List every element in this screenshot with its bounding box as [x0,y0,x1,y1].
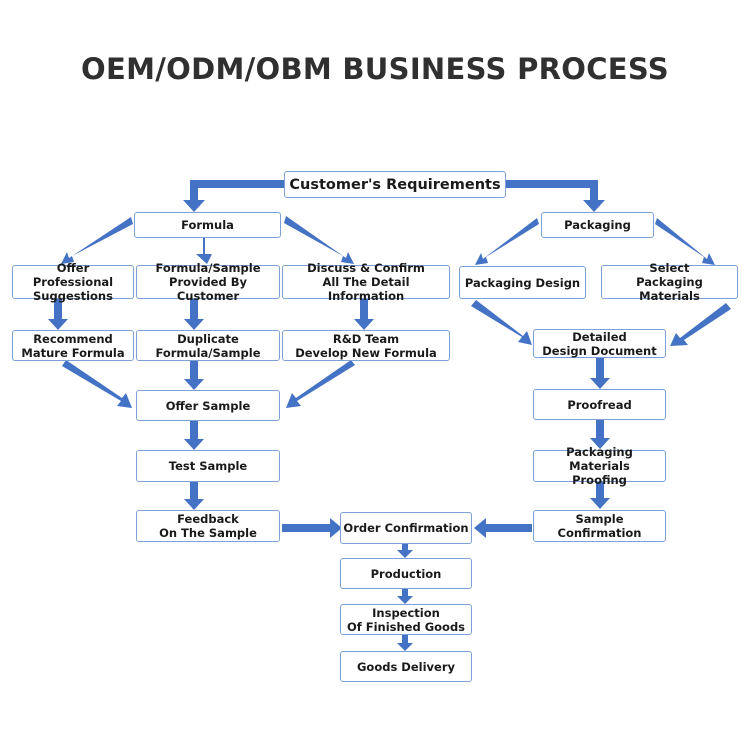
node-offer-sample: Offer Sample [136,390,280,421]
node-inspection: Inspection Of Finished Goods [340,604,472,635]
node-select-packaging-materials: Select Packaging Materials [601,261,738,303]
arrow-formula-to-offer-professional [61,217,133,264]
node-order-confirmation: Order Confirmation [340,512,472,544]
arrow-select-to-detailed [670,303,731,346]
arrow-offer-sample-to-test [184,421,204,450]
node-formula: Formula [134,212,281,238]
node-goods-delivery: Goods Delivery [340,651,472,682]
page-title: OEM/ODM/OBM BUSINESS PROCESS [81,52,669,86]
arrow-detailed-to-proofread [590,358,610,389]
arrow-duplicate-to-offer-sample [184,361,204,390]
arrow-proofread-to-proofing [590,420,610,449]
node-customer-requirements: Customer's Requirements [284,171,506,198]
arrow-rd-to-offer-sample [286,360,355,408]
node-rd-team: R&D Team Develop New Formula [282,330,450,361]
node-production: Production [340,558,472,589]
node-proofread: Proofread [533,389,666,420]
arrow-feedback-to-order [282,518,342,538]
arrow-formula-to-discuss [284,216,354,264]
arrow-sample-confirmation-to-order [474,518,532,538]
arrow-proofing-to-sample-confirmation [590,482,610,509]
arrow-recommend-to-offer-sample [62,360,132,408]
arrow-cust-to-formula [183,180,284,212]
arrow-order-to-production [397,544,413,558]
arrow-cust-to-packaging [506,180,605,212]
arrow-discuss-to-rd [354,299,374,330]
node-packaging-design: Packaging Design [459,266,586,299]
arrow-production-to-inspection [397,589,413,604]
node-duplicate-formula-sample: Duplicate Formula/Sample [136,330,280,361]
arrow-offer-professional-to-recommend [48,299,68,330]
node-offer-professional-suggestions: Offer Professional Suggestions [12,261,134,303]
node-recommend-mature-formula: Recommend Mature Formula [12,330,134,361]
arrow-design-to-detailed [471,300,532,345]
node-test-sample: Test Sample [136,450,280,482]
node-discuss-confirm: Discuss & Confirm All The Detail Informa… [282,261,450,303]
node-packaging-materials-proofing: Packaging Materials Proofing [533,445,666,487]
node-packaging: Packaging [541,212,654,238]
arrow-packaging-to-design [475,218,539,265]
arrow-formula-to-formula-sample [196,238,212,264]
arrow-test-to-feedback [184,482,204,510]
node-feedback-on-sample: Feedback On The Sample [136,510,280,542]
arrow-packaging-to-select [655,218,715,265]
node-sample-confirmation: Sample Confirmation [533,510,666,542]
arrow-inspection-to-delivery [397,635,413,651]
node-detailed-design-document: Detailed Design Document [533,329,666,358]
node-formula-sample-provided: Formula/Sample Provided By Customer [136,261,280,303]
arrow-formula-sample-to-duplicate [184,299,204,330]
